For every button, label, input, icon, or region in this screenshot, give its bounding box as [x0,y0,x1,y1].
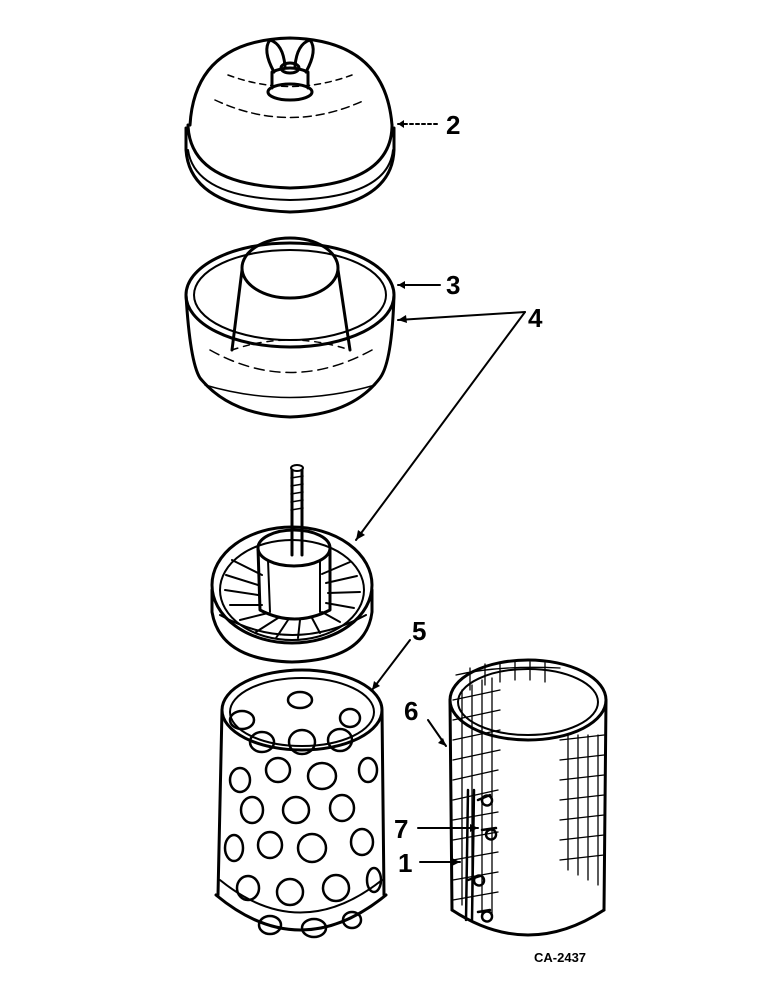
callout-6: 6 [404,696,418,726]
canister-holes [223,690,383,939]
leader-lines [355,120,526,866]
callout-5: 5 [412,616,426,646]
callout-7: 7 [394,814,408,844]
callout-1: 1 [398,848,412,878]
callout-2: 2 [446,110,460,140]
callout-3: 3 [446,270,460,300]
dome-cover [184,36,396,214]
leader-4b [355,311,526,541]
leader-5 [371,639,411,691]
center-stud [290,464,304,557]
leader-4a [397,311,526,321]
mesh-screen [448,658,608,937]
perforated-canister [214,668,388,939]
wing-nut [265,38,315,102]
callout-labels: 2 3 4 5 6 7 1 CA-2437 [394,110,586,965]
callout-4: 4 [528,303,543,333]
bowl [184,236,396,419]
mesh-grid [452,661,605,919]
seam-clips [464,788,498,923]
drawing-number: CA-2437 [534,950,586,965]
vane-assembly [210,464,374,664]
